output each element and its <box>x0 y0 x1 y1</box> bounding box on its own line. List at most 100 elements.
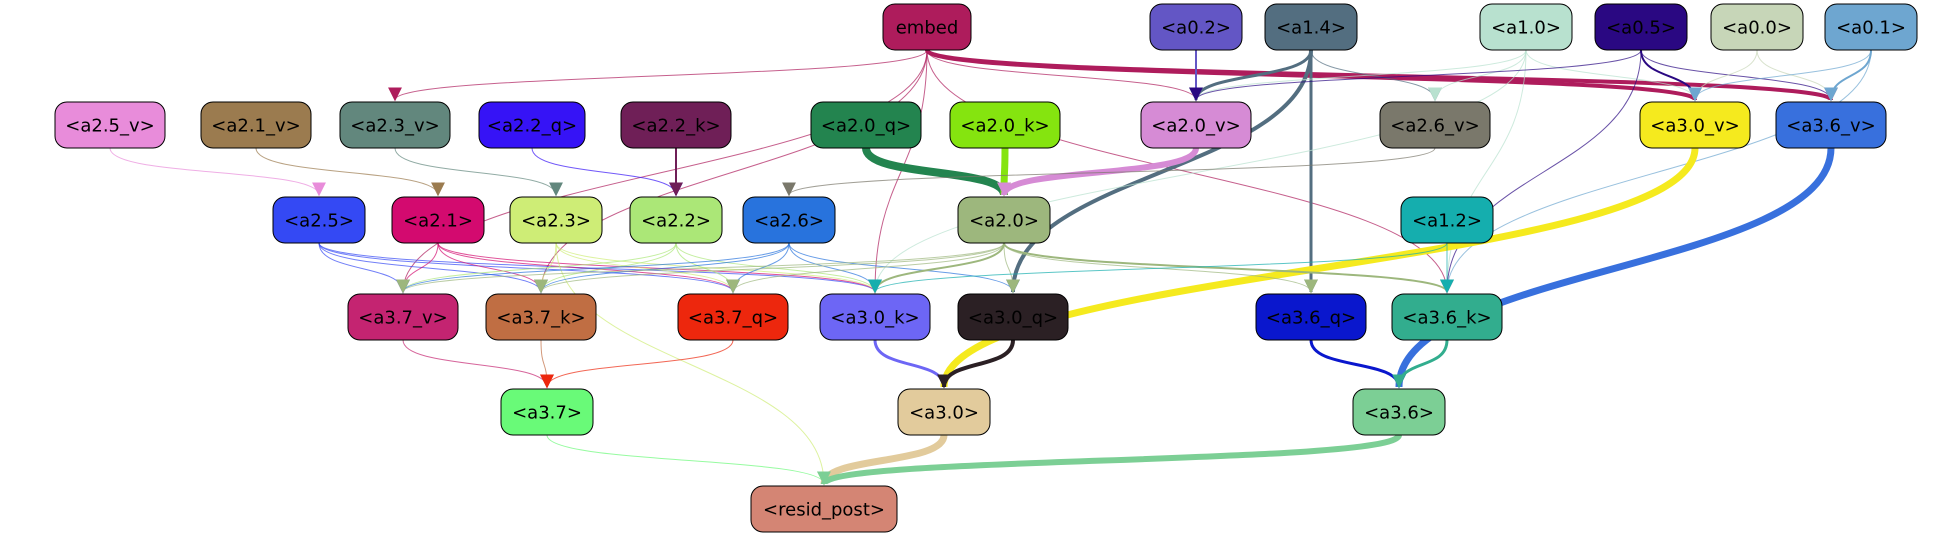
node-a2-6[interactable]: <a2.6> <box>742 196 836 244</box>
edge-a2_3_v-to-a2_3 <box>394 147 563 197</box>
node-label: <a3.6> <box>1364 403 1434 424</box>
node-a2-1-v[interactable]: <a2.1_v> <box>200 101 312 149</box>
edge-a2_1-to-a3_7_q <box>437 242 740 294</box>
node-a3-0-q[interactable]: <a3.0_q> <box>957 293 1069 341</box>
node-a2-3[interactable]: <a2.3> <box>509 196 603 244</box>
node-a0-2[interactable]: <a0.2> <box>1149 3 1243 51</box>
edge-a3_0_k-to-a3_0 <box>873 339 951 389</box>
node-label: <a1.0> <box>1491 18 1561 39</box>
node-box[interactable] <box>1391 293 1503 341</box>
node-a0-1[interactable]: <a0.1> <box>1824 3 1918 51</box>
node-box[interactable] <box>1775 101 1887 149</box>
node-box[interactable] <box>897 388 991 436</box>
edge-a2_6-to-a3_0_q <box>788 242 1020 294</box>
edge-a3_6-to-resid_post <box>817 433 1402 487</box>
node-box[interactable] <box>750 485 898 533</box>
node-label: <a3.6_q> <box>1266 308 1356 329</box>
node-label: <a2.1> <box>403 211 473 232</box>
node-box[interactable] <box>339 101 451 149</box>
node-box[interactable] <box>1639 101 1751 149</box>
node-a2-2-k[interactable]: <a2.2_k> <box>620 101 732 149</box>
node-embed[interactable]: embed <box>882 3 972 51</box>
node-label: <a0.2> <box>1161 18 1231 39</box>
node-label: <a3.7_k> <box>496 308 585 329</box>
node-a3-7[interactable]: <a3.7> <box>500 388 594 436</box>
node-a3-0[interactable]: <a3.0> <box>897 388 991 436</box>
node-box[interactable] <box>1264 3 1358 51</box>
node-box[interactable] <box>810 101 922 149</box>
node-a3-6-k[interactable]: <a3.6_k> <box>1391 293 1503 341</box>
node-label: <a3.6_k> <box>1402 308 1491 329</box>
node-box[interactable] <box>1824 3 1918 51</box>
edge-a3_0_v-to-a3_0 <box>937 147 1699 389</box>
node-a2-0-q[interactable]: <a2.0_q> <box>810 101 922 149</box>
node-label: <a3.0_v> <box>1650 116 1739 137</box>
node-box[interactable] <box>882 3 972 51</box>
node-a3-7-q[interactable]: <a3.7_q> <box>677 293 789 341</box>
node-box[interactable] <box>485 293 597 341</box>
node-a2-0[interactable]: <a2.0> <box>957 196 1051 244</box>
node-box[interactable] <box>272 196 366 244</box>
edge-a3_6_q-to-a3_6 <box>1309 339 1406 389</box>
node-a3-0-k[interactable]: <a3.0_k> <box>819 293 931 341</box>
node-label: <a3.0_q> <box>968 308 1058 329</box>
node-box[interactable] <box>1149 3 1243 51</box>
node-box[interactable] <box>742 196 836 244</box>
node-a3-6-q[interactable]: <a3.6_q> <box>1255 293 1367 341</box>
node-a2-3-v[interactable]: <a2.3_v> <box>339 101 451 149</box>
node-box[interactable] <box>957 293 1069 341</box>
node-a3-7-k[interactable]: <a3.7_k> <box>485 293 597 341</box>
node-box[interactable] <box>200 101 312 149</box>
edge-a0_5-to-a2_0_v <box>1189 49 1642 102</box>
node-box[interactable] <box>1255 293 1367 341</box>
node-a2-0-k[interactable]: <a2.0_k> <box>949 101 1061 149</box>
node-a2-2-q[interactable]: <a2.2_q> <box>478 101 586 149</box>
node-label: <a2.1_v> <box>211 116 300 137</box>
edge-a2_2_q-to-a2_2 <box>531 147 683 197</box>
node-box[interactable] <box>949 101 1061 149</box>
node-box[interactable] <box>1594 3 1688 51</box>
node-box[interactable] <box>54 101 166 149</box>
node-box[interactable] <box>509 196 603 244</box>
node-a2-6-v[interactable]: <a2.6_v> <box>1379 101 1491 149</box>
node-a0-0[interactable]: <a0.0> <box>1710 3 1804 51</box>
node-box[interactable] <box>478 101 586 149</box>
node-box[interactable] <box>1379 101 1491 149</box>
node-a3-7-v[interactable]: <a3.7_v> <box>347 293 459 341</box>
node-box[interactable] <box>1140 101 1252 149</box>
node-box[interactable] <box>819 293 931 341</box>
node-box[interactable] <box>391 196 485 244</box>
node-resid-post[interactable]: <resid_post> <box>750 485 898 533</box>
node-box[interactable] <box>347 293 459 341</box>
node-a2-0-v[interactable]: <a2.0_v> <box>1140 101 1252 149</box>
node-a2-5[interactable]: <a2.5> <box>272 196 366 244</box>
node-a2-1[interactable]: <a2.1> <box>391 196 485 244</box>
edge-a2_3-to-resid_post <box>555 242 831 486</box>
node-box[interactable] <box>500 388 594 436</box>
node-label: <a2.2_k> <box>631 116 720 137</box>
node-label: <a2.5_v> <box>65 116 154 137</box>
node-box[interactable] <box>957 196 1051 244</box>
node-box[interactable] <box>1352 388 1446 436</box>
node-a1-2[interactable]: <a1.2> <box>1400 196 1494 244</box>
node-label: <a2.3> <box>521 211 591 232</box>
node-label: <a2.6> <box>754 211 824 232</box>
node-box[interactable] <box>620 101 732 149</box>
node-a2-2[interactable]: <a2.2> <box>629 196 723 244</box>
node-a1-0[interactable]: <a1.0> <box>1479 3 1573 51</box>
node-box[interactable] <box>1400 196 1494 244</box>
edge-a3_7-to-resid_post <box>546 434 831 486</box>
node-box[interactable] <box>1479 3 1573 51</box>
node-box[interactable] <box>1710 3 1804 51</box>
node-box[interactable] <box>677 293 789 341</box>
node-a1-4[interactable]: <a1.4> <box>1264 3 1358 51</box>
node-layer: embed <a0.2> <a1.4> <a1.0> <a0.5> <a0.0> <a0.1… <box>54 3 1918 533</box>
edge-a0_5-to-a3_6_k <box>1440 49 1642 294</box>
node-a3-0-v[interactable]: <a3.0_v> <box>1639 101 1751 149</box>
node-a3-6-v[interactable]: <a3.6_v> <box>1775 101 1887 149</box>
node-box[interactable] <box>629 196 723 244</box>
node-a2-5-v[interactable]: <a2.5_v> <box>54 101 166 149</box>
node-a3-6[interactable]: <a3.6> <box>1352 388 1446 436</box>
edge-embed-to-a3_7_k <box>534 49 928 294</box>
node-a0-5[interactable]: <a0.5> <box>1594 3 1688 51</box>
